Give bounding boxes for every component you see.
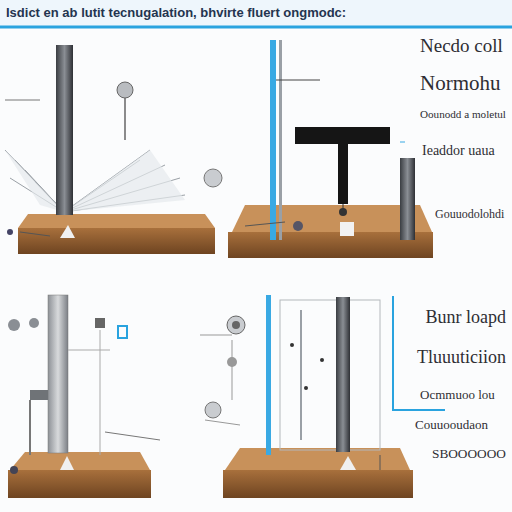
part-label: Bunr loapd [426,308,507,328]
apparatus-bottom-right [223,295,445,498]
part-label: Tluuuticiion [417,348,506,368]
part-label: Couuooudaon [415,418,488,432]
banner-rule [0,26,512,29]
title-band [0,0,512,26]
apparatus-top-right [228,40,433,258]
part-label: Normohu [420,72,501,95]
part-label: Oounodd a moletul [420,108,506,120]
part-label: Ocmmuoo lou [420,388,495,402]
title: Isdict en ab lutit tecnugalation, bhvirt… [6,6,346,20]
apparatus-top-left [5,45,222,254]
apparatus-bottom-left [8,295,245,498]
part-label: Necdo coll [420,36,503,57]
part-label: SBOOOOOO [432,447,506,462]
part-label: Ieaddor uaua [422,143,495,158]
part-label: Gouuodolohdi [435,208,504,221]
